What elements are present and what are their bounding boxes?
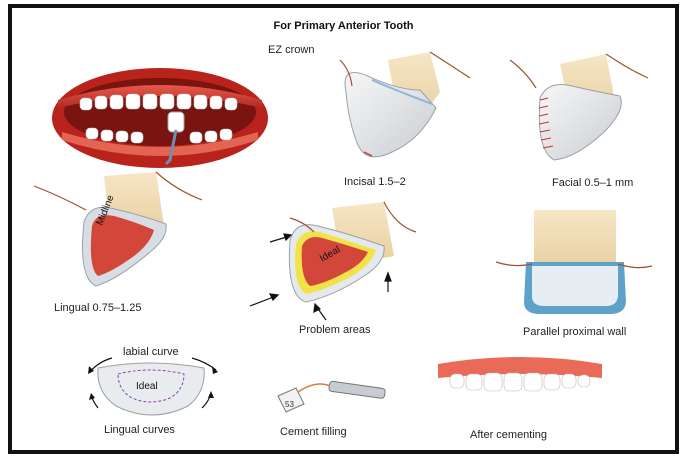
cement-filling-illustration: [278, 381, 385, 412]
lingual-label: Lingual 0.75–1.25: [54, 302, 141, 314]
problem-areas-illustration: [250, 202, 416, 320]
ideal-crown-label: Ideal: [136, 381, 158, 392]
labial-curve-label: labial curve: [123, 346, 179, 358]
after-cementing-label: After cementing: [470, 429, 547, 441]
lingual-crown-illustration: [34, 172, 202, 286]
incisal-label: Incisal 1.5–2: [344, 176, 406, 188]
ez-crown-label: EZ crown: [268, 44, 314, 56]
parallel-wall-illustration: [496, 210, 652, 314]
parallel-wall-label: Parallel proximal wall: [523, 326, 626, 338]
after-cementing-illustration: [438, 357, 602, 391]
facial-crown-illustration: [510, 54, 648, 160]
facial-label: Facial 0.5–1 mm: [552, 177, 633, 189]
lingual-curves-label: Lingual curves: [104, 424, 175, 436]
cement-filling-label: Cement filling: [280, 426, 347, 438]
incisal-crown-illustration: [340, 52, 470, 157]
open-mouth-illustration: [52, 68, 268, 168]
problem-areas-label: Problem areas: [299, 324, 371, 336]
crown-number-label: 53: [285, 400, 294, 409]
